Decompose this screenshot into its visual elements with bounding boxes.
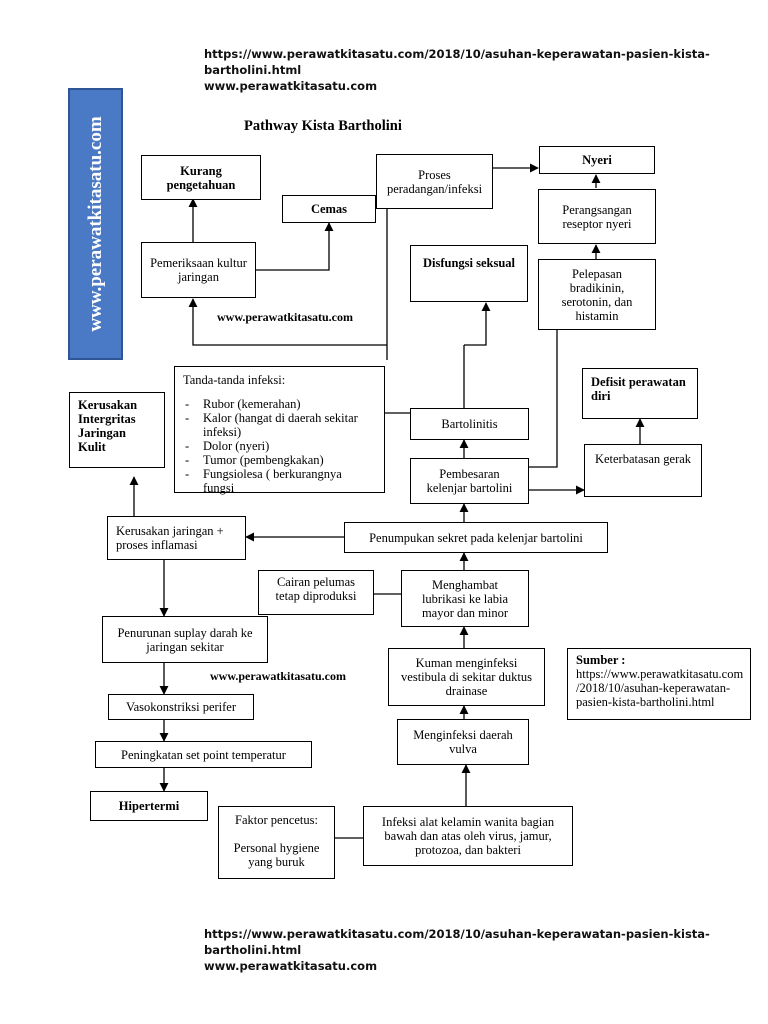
header-url[interactable]: https://www.perawatkitasatu.com/2018/10/… [204,46,710,94]
node-penumpukan-sekret: Penumpukan sekret pada kelenjar bartolin… [344,522,608,553]
node-proses-peradangan: Proses peradangan/infeksi [376,154,493,209]
node-disfungsi-seksual: Disfungsi seksual [410,245,528,302]
arrow-branch-to-disfungsi [464,302,491,346]
header-url-line-1: https://www.perawatkitasatu.com/2018/10/… [204,47,710,61]
node-kerusakan-jaringan-label: Kerusakan jaringan + proses inflamasi [116,524,224,552]
node-sumber-title: Sumber : [576,653,626,667]
node-peningkatan-set-point-label: Peningkatan set point temperatur [121,747,286,762]
line-pembesaran-to-pelepasan [529,330,558,468]
node-infeksi-alat-kelamin: Infeksi alat kelamin wanita bagian bawah… [363,806,573,866]
node-defisit-perawatan: Defisit perawatan diri [582,368,698,419]
node-keterbatasan-gerak: Keterbatasan gerak [584,444,702,497]
node-faktor-pencetus: Faktor pencetus: Personal hygiene yang b… [218,806,335,879]
node-hipertermi: Hipertermi [90,791,208,821]
node-cairan-pelumas-label: Cairan pelumas tetap diproduksi [275,575,357,603]
node-kurang-pengetahuan: Kurang pengetahuan [141,155,261,200]
tanda-infeksi-item: Fungsiolesa ( berkurangnya fungsi [183,467,376,495]
node-perangsangan: Perangsangan reseptor nyeri [538,189,656,244]
arrow-branch-to-pemeriksaan [188,298,387,346]
node-hipertermi-label: Hipertermi [118,799,180,813]
node-kurang-pengetahuan-label: Kurang pengetahuan [166,163,236,192]
node-infeksi-alat-kelamin-label: Infeksi alat kelamin wanita bagian bawah… [381,815,555,857]
node-proses-peradangan-label: Proses peradangan/infeksi [386,167,483,196]
tanda-infeksi-item: Dolor (nyeri) [183,439,376,453]
node-peningkatan-set-point: Peningkatan set point temperatur [95,741,312,768]
node-defisit-perawatan-label: Defisit perawatan diri [591,375,686,403]
node-sumber: Sumber : https://www.perawatkitasatu.com… [567,648,751,720]
node-pemeriksaan-kultur: Pemeriksaan kultur jaringan [141,242,256,298]
node-vasokonstriksi: Vasokonstriksi perifer [108,694,254,720]
diagram-title: Pathway Kista Bartholini [244,118,402,134]
node-bartolinitis: Bartolinitis [410,408,529,440]
header-site-line: www.perawatkitasatu.com [204,79,378,93]
node-pelepasan-label: Pelepasan bradikinin, serotonin, dan his… [561,266,633,323]
node-faktor-pencetus-title: Faktor pencetus: [235,813,318,827]
node-pelepasan: Pelepasan bradikinin, serotonin, dan his… [538,259,656,330]
node-disfungsi-seksual-label: Disfungsi seksual [422,256,516,270]
footer-url-line-1: https://www.perawatkitasatu.com/2018/10/… [204,927,710,941]
node-pembesaran-label: Pembesaran kelenjar bartolini [426,467,513,495]
node-tanda-infeksi: Tanda-tanda infeksi: Rubor (kemerahan) K… [174,366,385,495]
node-pembesaran: Pembesaran kelenjar bartolini [410,458,529,504]
watermark-text-1: www.perawatkitasatu.com [217,310,353,324]
node-menghambat-lubrikasi: Menghambat lubrikasi ke labia mayor dan … [401,570,529,627]
node-cairan-pelumas: Cairan pelumas tetap diproduksi [258,570,374,615]
node-faktor-pencetus-text: Personal hygiene yang buruk [233,841,320,869]
header-url-line-2: bartholini.html [204,63,302,77]
node-sumber-url[interactable]: https://www.perawatkitasatu.com /2018/10… [576,667,744,709]
node-perangsangan-label: Perangsangan reseptor nyeri [562,202,632,231]
node-kerusakan-jaringan: Kerusakan jaringan + proses inflamasi [107,516,246,560]
tanda-infeksi-item: Tumor (pembengkakan) [183,453,376,467]
tanda-infeksi-list: Rubor (kemerahan) Kalor (hangat di daera… [183,397,376,495]
tanda-infeksi-item: Rubor (kemerahan) [183,397,376,411]
node-penurunan-suplay-label: Penurunan suplay darah ke jaringan sekit… [117,625,253,654]
watermark-text-2: www.perawatkitasatu.com [210,669,346,683]
footer-url-line-2: bartholini.html [204,943,302,957]
node-keterbatasan-gerak-label: Keterbatasan gerak [594,452,692,466]
node-nyeri: Nyeri [539,146,655,174]
footer-url[interactable]: https://www.perawatkitasatu.com/2018/10/… [204,926,710,974]
node-cemas-label: Cemas [310,202,348,216]
footer-site-line: www.perawatkitasatu.com [204,959,378,973]
node-penumpukan-sekret-label: Penumpukan sekret pada kelenjar bartolin… [369,530,583,545]
node-pemeriksaan-kultur-label: Pemeriksaan kultur jaringan [150,256,247,284]
node-menginfeksi-vulva-label: Menginfeksi daerah vulva [413,728,513,756]
node-kuman-menginfeksi: Kuman menginfeksi vestibula di sekitar d… [388,648,545,706]
node-tanda-infeksi-title: Tanda-tanda infeksi: [183,373,286,387]
node-cemas: Cemas [282,195,376,223]
node-kerusakan-integritas-label: Kerusakan Intergritas Jaringan Kulit [78,398,138,454]
node-penurunan-suplay: Penurunan suplay darah ke jaringan sekit… [102,616,268,663]
node-bartolinitis-label: Bartolinitis [441,417,498,431]
node-nyeri-label: Nyeri [582,153,612,167]
node-menginfeksi-vulva: Menginfeksi daerah vulva [397,719,529,765]
sidebar-banner: www.perawatkitasatu.com [68,88,123,360]
node-kerusakan-integritas: Kerusakan Intergritas Jaringan Kulit [69,392,165,468]
arrow-pemeriksaan-to-cemas [255,222,334,271]
tanda-infeksi-item: Kalor (hangat di daerah sekitar infeksi) [183,411,376,439]
node-vasokonstriksi-label: Vasokonstriksi perifer [125,700,237,714]
node-kuman-menginfeksi-label: Kuman menginfeksi vestibula di sekitar d… [401,656,532,698]
node-menghambat-lubrikasi-label: Menghambat lubrikasi ke labia mayor dan … [421,577,509,620]
